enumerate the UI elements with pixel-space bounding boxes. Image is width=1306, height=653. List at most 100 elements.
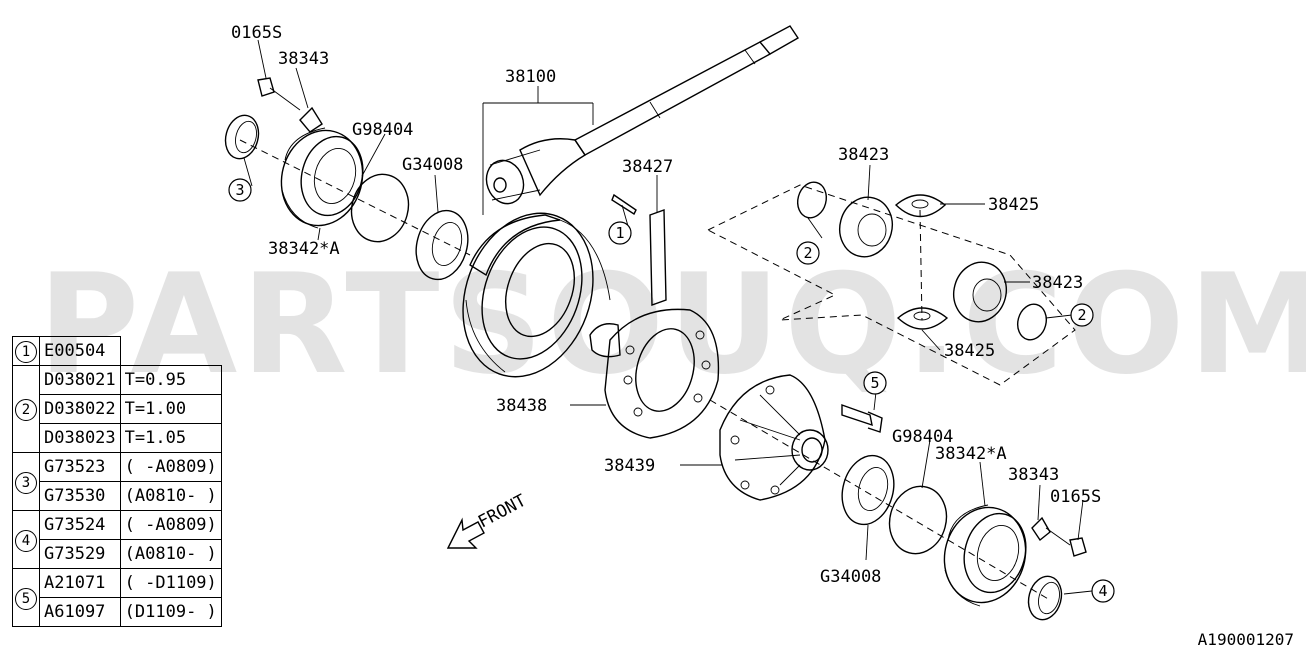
legend-row: 3 G73523 ( -A0809) — [12, 452, 222, 511]
legend-ref-4: 4 — [12, 510, 40, 569]
diagram-code: A190001207 — [1197, 630, 1294, 649]
leader-lines — [243, 39, 1093, 595]
legend-table: 1 E00504 2 D038021 T=0.95 D038022 T=1.00… — [12, 336, 222, 627]
legend-code: E00504 — [39, 336, 121, 366]
differential-case[interactable] — [589, 308, 720, 439]
o-ring-bottom[interactable] — [882, 480, 954, 560]
legend-note: ( -A0809) — [119, 510, 222, 540]
legend-row: 1 E00504 — [12, 336, 222, 366]
svg-text:2: 2 — [803, 244, 812, 262]
legend-note: ( -D1109) — [119, 568, 222, 598]
legend-ref-3: 3 — [12, 452, 40, 511]
label-38438: 38438 — [496, 396, 547, 416]
legend-note: (D1109- ) — [119, 597, 222, 627]
watermark: PARTSOUQ.COM — [38, 244, 1306, 405]
front-label: FRONT — [475, 491, 530, 533]
legend-code: A21071 — [39, 568, 121, 598]
label-0165s-top: 0165S — [231, 23, 282, 43]
label-38343-top: 38343 — [278, 49, 329, 69]
bearing-top[interactable] — [409, 205, 475, 286]
callout-3-top: 3 — [228, 178, 252, 202]
bolt-bottom[interactable] — [1045, 527, 1087, 557]
axis-line-top — [239, 139, 471, 256]
label-38425-top: 38425 — [988, 195, 1039, 215]
bolt-top[interactable] — [257, 77, 301, 111]
label-g98404-bottom: G98404 — [892, 427, 953, 447]
drive-pinion-shaft[interactable] — [481, 25, 799, 209]
label-38423-top: 38423 — [838, 145, 889, 165]
part-labels: 0165S 38343 38100 G98404 G34008 38427 38… — [231, 23, 1101, 587]
label-38342-top: 38342*A — [268, 239, 340, 259]
label-38343-bottom: 38343 — [1008, 465, 1059, 485]
label-38427: 38427 — [622, 157, 673, 177]
legend-row: 2 D038021 T=0.95 — [12, 365, 222, 453]
legend-code: D038021 — [39, 365, 121, 395]
oil-seal-bottom[interactable] — [1024, 573, 1066, 624]
legend-code: D038022 — [39, 394, 121, 424]
legend-code: G73523 — [39, 452, 121, 482]
label-38342-bottom: 38342*A — [935, 444, 1007, 464]
pinion-gear-top[interactable] — [894, 194, 947, 218]
side-gear-right[interactable] — [947, 256, 1013, 327]
lock-plate-bottom[interactable] — [1031, 516, 1051, 542]
legend-code: G73529 — [39, 539, 121, 569]
legend-note: ( -A0809) — [119, 452, 222, 482]
washer-right[interactable] — [1014, 301, 1050, 343]
legend-row: D038023 T=1.05 — [13, 423, 222, 453]
legend-row: G73529 (A0810- ) — [13, 539, 222, 569]
legend-code: D038023 — [39, 423, 121, 453]
o-ring-top[interactable] — [344, 168, 416, 248]
legend-ref-1: 1 — [12, 336, 40, 366]
callout-4: 4 — [1091, 579, 1115, 603]
lock-pin[interactable] — [611, 193, 637, 216]
legend-ref-5: 5 — [12, 568, 40, 627]
bearing-bottom[interactable] — [835, 450, 901, 531]
legend-row: D038022 T=1.00 — [13, 394, 222, 424]
label-38425-bottom: 38425 — [944, 341, 995, 361]
oil-seal-top[interactable] — [221, 112, 263, 163]
legend-row: A61097 (D1109- ) — [13, 597, 222, 627]
side-gear-top[interactable] — [833, 191, 899, 262]
legend-note: T=0.95 — [119, 365, 222, 395]
label-g34008-top: G34008 — [402, 155, 463, 175]
lock-plate-top[interactable] — [299, 106, 323, 133]
callout-2-right: 2 — [1070, 303, 1094, 327]
svg-text:5: 5 — [870, 374, 879, 392]
callout-2-left: 2 — [796, 241, 820, 265]
washer-top[interactable] — [794, 179, 830, 221]
legend-code: G73524 — [39, 510, 121, 540]
bolt-5[interactable] — [841, 404, 883, 433]
label-38423-right: 38423 — [1032, 273, 1083, 293]
label-g34008-bottom: G34008 — [820, 567, 881, 587]
legend-code: A61097 — [39, 597, 121, 627]
legend-row: 4 G73524 ( -A0809) — [12, 510, 222, 569]
legend-row: 5 A21071 ( -D1109) — [12, 568, 222, 627]
pinion-shaft[interactable] — [649, 209, 667, 306]
svg-text:3: 3 — [235, 181, 244, 199]
label-38439: 38439 — [604, 456, 655, 476]
ring-gear[interactable] — [441, 195, 615, 395]
svg-text:1: 1 — [615, 224, 624, 242]
svg-text:2: 2 — [1077, 306, 1086, 324]
label-g98404-top: G98404 — [352, 120, 413, 140]
label-0165s-bottom: 0165S — [1050, 487, 1101, 507]
legend-note: (A0810- ) — [119, 539, 222, 569]
side-retainer-top[interactable] — [271, 121, 373, 234]
differential-cover[interactable] — [719, 374, 829, 501]
assembly-outline — [706, 184, 1076, 386]
label-38100: 38100 — [505, 67, 556, 87]
callout-5: 5 — [863, 371, 887, 395]
legend-note: (A0810- ) — [119, 481, 222, 511]
svg-text:4: 4 — [1098, 582, 1107, 600]
legend-code: G73530 — [39, 481, 121, 511]
legend-ref-2: 2 — [12, 365, 40, 453]
axis-line-gear — [919, 209, 923, 321]
callout-1: 1 — [608, 221, 632, 245]
side-retainer-bottom[interactable] — [934, 498, 1036, 611]
legend-row: G73530 (A0810- ) — [13, 481, 222, 511]
axis-line-bottom — [709, 399, 1051, 601]
legend-note: T=1.00 — [119, 394, 222, 424]
legend-note: T=1.05 — [119, 423, 222, 453]
front-arrow: FRONT — [446, 491, 530, 549]
